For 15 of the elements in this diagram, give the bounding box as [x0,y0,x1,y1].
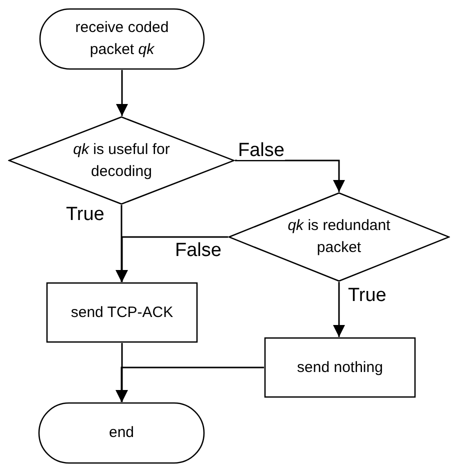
node-text: qk is redundant packet [286,216,392,258]
process-box [264,337,416,398]
arrow [235,160,345,192]
node-text: receive coded packet qk [74,18,170,60]
decision-diamond [8,116,235,205]
node-text: end [108,423,134,444]
edge-label: False [237,141,286,160]
node-text: send nothing [297,358,383,378]
node-text: send TCP-ACK [70,302,174,323]
arrow [116,366,264,402]
decision-diamond [228,192,450,282]
arrow [333,282,345,337]
node-text: qk is useful for decoding [72,140,171,182]
arrow [116,70,128,116]
process-box [46,282,198,343]
